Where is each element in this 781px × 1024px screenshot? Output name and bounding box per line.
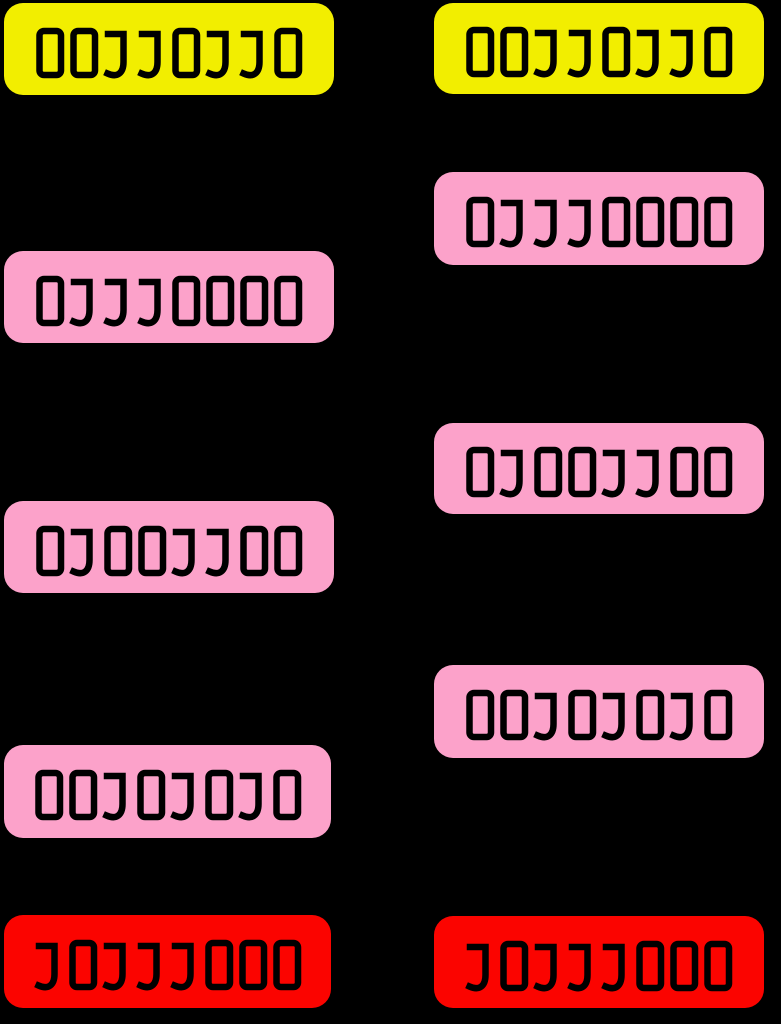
binary-value (32, 928, 304, 995)
binary-value (463, 15, 735, 82)
binary-value (463, 929, 735, 996)
binary-box-left-red (4, 915, 331, 1008)
binary-value (463, 678, 735, 745)
binary-box-right-red (434, 916, 764, 1008)
binary-box-left-yellow (4, 3, 334, 95)
binary-value (463, 185, 735, 252)
binary-box-left-pink-2 (4, 501, 334, 593)
binary-box-right-yellow (434, 3, 764, 94)
binary-box-left-pink-3 (4, 745, 331, 838)
binary-box-left-pink-1 (4, 251, 334, 343)
binary-value (32, 758, 304, 825)
binary-value (33, 514, 305, 581)
binary-box-right-pink-1 (434, 172, 764, 265)
binary-value (463, 435, 735, 502)
binary-value (33, 264, 305, 331)
binary-box-right-pink-3 (434, 665, 764, 758)
binary-box-right-pink-2 (434, 423, 764, 514)
binary-value (33, 16, 305, 83)
